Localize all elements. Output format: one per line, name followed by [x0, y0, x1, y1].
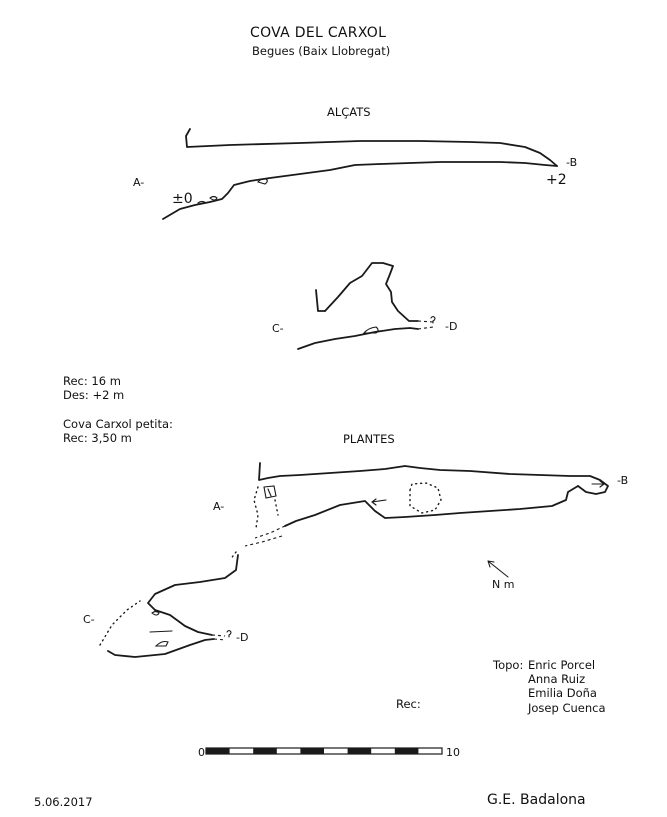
- small-cave-route: Rec: 3,50 m: [63, 431, 132, 445]
- survey-group: G.E. Badalona: [487, 792, 586, 808]
- route-length: Rec: 16 m: [63, 374, 121, 388]
- elevation-label-a: A-: [133, 176, 145, 189]
- elevations-heading: ALÇATS: [327, 105, 371, 119]
- elevation-cd-extension: [417, 320, 434, 330]
- elevation-ab-ceiling: [185, 128, 558, 167]
- scale-bar: [205, 747, 443, 755]
- plan-passage-dotted: [229, 551, 237, 561]
- plan-label-d: -D: [236, 631, 249, 644]
- topo-label: Topo:: [493, 658, 524, 672]
- elevation-cd-unknown-mark: [430, 315, 436, 324]
- surveyor-2: Anna Ruiz: [528, 672, 586, 686]
- surveyor-1: Enric Porcel: [528, 658, 596, 672]
- plan-ab-entrance-edge: [253, 486, 279, 529]
- plan-cd-wall-lower: [107, 638, 215, 658]
- elevation-cd-floor: [297, 327, 419, 350]
- elevation-label-c: C-: [272, 322, 284, 335]
- plan-ab-arrow-inner: [371, 498, 387, 506]
- scale-start: 0: [198, 746, 205, 759]
- plan-cd-extension: [211, 634, 227, 641]
- plan-label-b: -B: [617, 474, 629, 487]
- plan-cd-wall-upper: [154, 609, 213, 636]
- plan-cd-unknown-mark: [226, 629, 232, 638]
- elevation-ab-boulder: [257, 178, 268, 185]
- depth-value: Des: +2 m: [63, 388, 125, 402]
- surveyor-4: Josep Cuenca: [528, 701, 606, 715]
- elevation-level-end: +2: [546, 172, 567, 188]
- survey-date: 5.06.2017: [34, 795, 93, 809]
- scale-end: 10: [446, 746, 460, 759]
- plan-ab-arrow-b: [591, 480, 605, 488]
- north-arrow: [487, 560, 509, 578]
- rec-label: Rec:: [396, 697, 421, 711]
- north-label: N m: [492, 578, 515, 591]
- plan-cd-entrance: [99, 600, 141, 646]
- elevation-label-b: -B: [566, 156, 578, 169]
- elevation-ab-floor: [162, 161, 558, 220]
- elevation-cd-wall-left: [315, 289, 326, 312]
- elevation-label-d: -D: [445, 320, 458, 333]
- survey-location: Begues (Baix Llobregat): [252, 44, 391, 58]
- elevation-cd-boulder: [362, 326, 379, 334]
- plan-ab-chamber-outline: [409, 482, 442, 514]
- plan-passage-wall: [147, 554, 239, 611]
- surveyor-3: Emilia Doña: [528, 686, 597, 700]
- plan-label-a: A-: [213, 500, 225, 513]
- elevation-level-start: ±0: [172, 191, 193, 207]
- survey-title: COVA DEL CARXOL: [250, 25, 387, 41]
- plan-ab-wall-lower: [284, 485, 579, 527]
- plan-cd-rock: [149, 610, 173, 647]
- plan-ab-lower-passage: [244, 525, 286, 547]
- small-cave-name: Cova Carxol petita:: [63, 417, 173, 431]
- plan-ab-boulder: [263, 485, 277, 499]
- elevation-ab-rock: [197, 195, 218, 204]
- plan-label-c: C-: [83, 613, 95, 626]
- plan-ab-wall-upper: [258, 462, 609, 495]
- elevation-cd-ceiling: [324, 262, 419, 322]
- plans-heading: PLANTES: [343, 432, 395, 446]
